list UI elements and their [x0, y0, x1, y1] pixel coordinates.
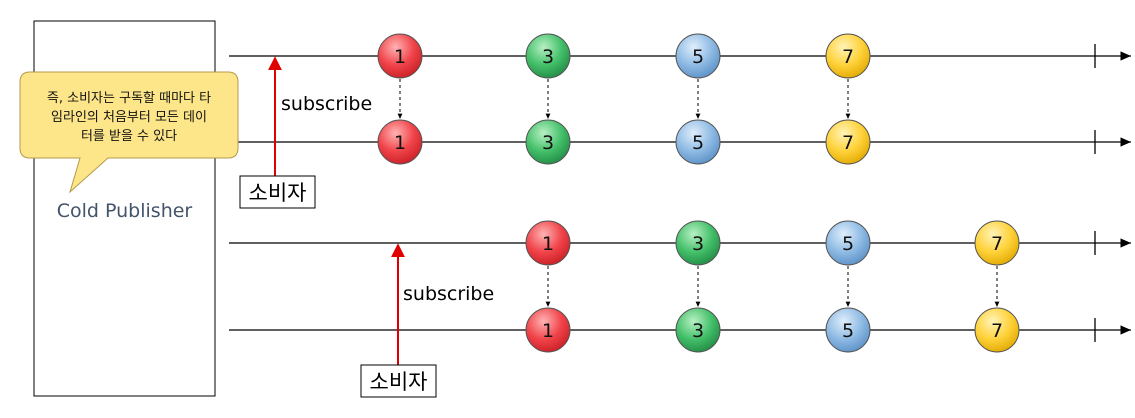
- scenario-1-received-marble-1-label: 1: [394, 132, 406, 154]
- scenario-1-consumer-label: 소비자: [249, 181, 307, 205]
- scenario-1-source-marble-3: 3: [525, 33, 571, 79]
- callout-line-2: 임라인의 처음부터 모든 데이: [51, 110, 207, 125]
- scenario-1-source-marble-1-label: 1: [394, 46, 406, 68]
- scenario-2-source-marble-1-circle: [525, 220, 571, 266]
- scenario-1-received-marble-7-circle: [825, 119, 871, 165]
- scenario-2-source-marble-5-label: 5: [842, 233, 854, 255]
- scenario-1-received-marble-5: 5: [675, 119, 721, 165]
- scenario-2-subscribe-label: subscribe: [403, 283, 494, 305]
- scenario-2-received-marble-3-label: 3: [692, 320, 704, 342]
- scenario-2-source-marble-7-circle: [974, 220, 1020, 266]
- scenario-1-subscribe-label: subscribe: [281, 93, 372, 115]
- scenario-1-received-marble-5-label: 5: [692, 132, 704, 154]
- scenario-2-received-marble-3-circle: [675, 307, 721, 353]
- scenario-2-received-marble-5-label: 5: [842, 320, 854, 342]
- scenario-2-consumer-label: 소비자: [370, 370, 428, 394]
- scenario-1-source-marble-1-circle: [377, 33, 423, 79]
- scenario-1-received-marble-7: 7: [825, 119, 871, 165]
- scenario-2-received-marble-1-circle: [525, 307, 571, 353]
- scenario-1-received-marble-3-label: 3: [542, 132, 554, 154]
- scenario-2-source-marble-7-label: 7: [991, 233, 1003, 255]
- scenario-2-received-marble-1: 1: [525, 307, 571, 353]
- scenario-2-source-marble-3-circle: [675, 220, 721, 266]
- scenario-2-received-marble-7-circle: [974, 307, 1020, 353]
- scenario-2-received-marble-1-label: 1: [542, 320, 554, 342]
- scenario-2-received-marble-5-circle: [825, 307, 871, 353]
- scenario-2-consumer-box: [360, 364, 437, 398]
- callout-line-3: 터를 받을 수 있다: [81, 129, 177, 144]
- scenario-1-source-marble-7-circle: [825, 33, 871, 79]
- scenario-2-received-marble-7-label: 7: [991, 320, 1003, 342]
- callout-shape: [19, 71, 239, 194]
- publisher-label: Cold Publisher: [57, 200, 193, 222]
- scenario-2-received-marble-7: 7: [974, 307, 1020, 353]
- scenario-1-source-marble-5-circle: [675, 33, 721, 79]
- scenario-1-source-marble-5-label: 5: [692, 46, 704, 68]
- scenario-2-source-marble-5-circle: [825, 220, 871, 266]
- scenario-2-source-marble-5: 5: [825, 220, 871, 266]
- scenario-1-consumer-box: [239, 175, 316, 209]
- scenario-1-source-marble-7-label: 7: [842, 46, 854, 68]
- scenario-1-source-marble-3-label: 3: [542, 46, 554, 68]
- scenario-1-source-marble-3-circle: [525, 33, 571, 79]
- scenario-2-source-marble-3: 3: [675, 220, 721, 266]
- timelines: 1 1 3 3 5 5 7 7 subscribe 소비자 1 1 3 3 5 5 7 7 subscribe 소비자: [229, 33, 1131, 398]
- scenario-1-source-marble-5: 5: [675, 33, 721, 79]
- scenario-2-source-marble-3-label: 3: [692, 233, 704, 255]
- scenario-1-received-marble-3: 3: [525, 119, 571, 165]
- scenario-2-received-marble-5: 5: [825, 307, 871, 353]
- scenario-1-received-marble-3-circle: [525, 119, 571, 165]
- scenario-1-source-marble-7: 7: [825, 33, 871, 79]
- scenario-1-source-marble-1: 1: [377, 33, 423, 79]
- scenario-1-received-marble-1-circle: [377, 119, 423, 165]
- callout-bubble: 즉, 소비자는 구독할 때마다 타 임라인의 처음부터 모든 데이 터를 받을 …: [19, 71, 239, 194]
- scenario-1-received-marble-5-circle: [675, 119, 721, 165]
- callout-line-1: 즉, 소비자는 구독할 때마다 타: [47, 91, 211, 106]
- scenario-2-received-marble-3: 3: [675, 307, 721, 353]
- scenario-1-received-marble-7-label: 7: [842, 132, 854, 154]
- scenario-2-source-marble-1-label: 1: [542, 233, 554, 255]
- scenario-1-received-marble-1: 1: [377, 119, 423, 165]
- scenario-2-source-marble-7: 7: [974, 220, 1020, 266]
- scenario-2-source-marble-1: 1: [525, 220, 571, 266]
